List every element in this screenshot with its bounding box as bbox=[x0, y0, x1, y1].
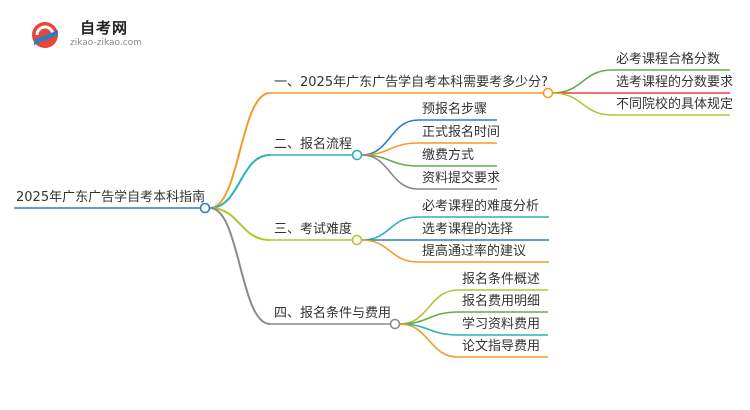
child-label[interactable]: 提高通过率的建议 bbox=[422, 244, 527, 259]
child-connector bbox=[361, 154, 419, 190]
root-node-label[interactable]: 2025年广东广告学自考本科指南 bbox=[16, 190, 206, 205]
branch-label[interactable]: 二、报名流程 bbox=[274, 137, 353, 152]
child-connector bbox=[552, 92, 613, 116]
child-label[interactable]: 必考课程合格分数 bbox=[616, 52, 721, 67]
child-label[interactable]: 报名条件概述 bbox=[462, 272, 541, 287]
branch-node[interactable] bbox=[542, 87, 554, 99]
site-logo[interactable]: 自考网 zikao-zikao.com bbox=[28, 18, 148, 52]
child-label[interactable]: 缴费方式 bbox=[422, 148, 475, 163]
branch-node[interactable] bbox=[351, 149, 363, 161]
child-label[interactable]: 学习资料费用 bbox=[462, 317, 541, 332]
child-label[interactable]: 论文指导费用 bbox=[462, 339, 541, 354]
branch-label[interactable]: 一、2025年广东广告学自考本科需要考多少分? bbox=[274, 75, 548, 90]
child-connector bbox=[399, 289, 459, 325]
child-label[interactable]: 必考课程的难度分析 bbox=[422, 199, 540, 214]
child-connector bbox=[552, 69, 613, 94]
child-connector bbox=[361, 239, 419, 263]
child-label[interactable]: 正式报名时间 bbox=[422, 125, 501, 140]
branch-connector bbox=[209, 207, 271, 241]
branch-connector bbox=[209, 92, 271, 209]
logo-title: 自考网 bbox=[80, 19, 129, 37]
child-label[interactable]: 选考课程的选择 bbox=[422, 222, 514, 237]
root-node[interactable] bbox=[199, 202, 211, 214]
branch-node[interactable] bbox=[389, 318, 401, 330]
child-label[interactable]: 报名费用明细 bbox=[462, 294, 541, 309]
logo-icon bbox=[32, 22, 58, 48]
branch-label[interactable]: 三、考试难度 bbox=[274, 222, 353, 237]
child-label[interactable]: 不同院校的具体规定 bbox=[616, 97, 734, 112]
child-label[interactable]: 选考课程的分数要求 bbox=[616, 75, 734, 90]
child-connector bbox=[361, 216, 419, 241]
branch-connector bbox=[209, 207, 271, 325]
child-label[interactable]: 预报名步骤 bbox=[422, 102, 488, 117]
branch-label[interactable]: 四、报名条件与费用 bbox=[274, 306, 392, 321]
child-connector bbox=[399, 323, 459, 358]
branch-connector bbox=[209, 154, 271, 209]
branch-node[interactable] bbox=[351, 234, 363, 246]
logo-subtitle: zikao-zikao.com bbox=[70, 38, 142, 48]
child-label[interactable]: 资料提交要求 bbox=[422, 171, 501, 186]
